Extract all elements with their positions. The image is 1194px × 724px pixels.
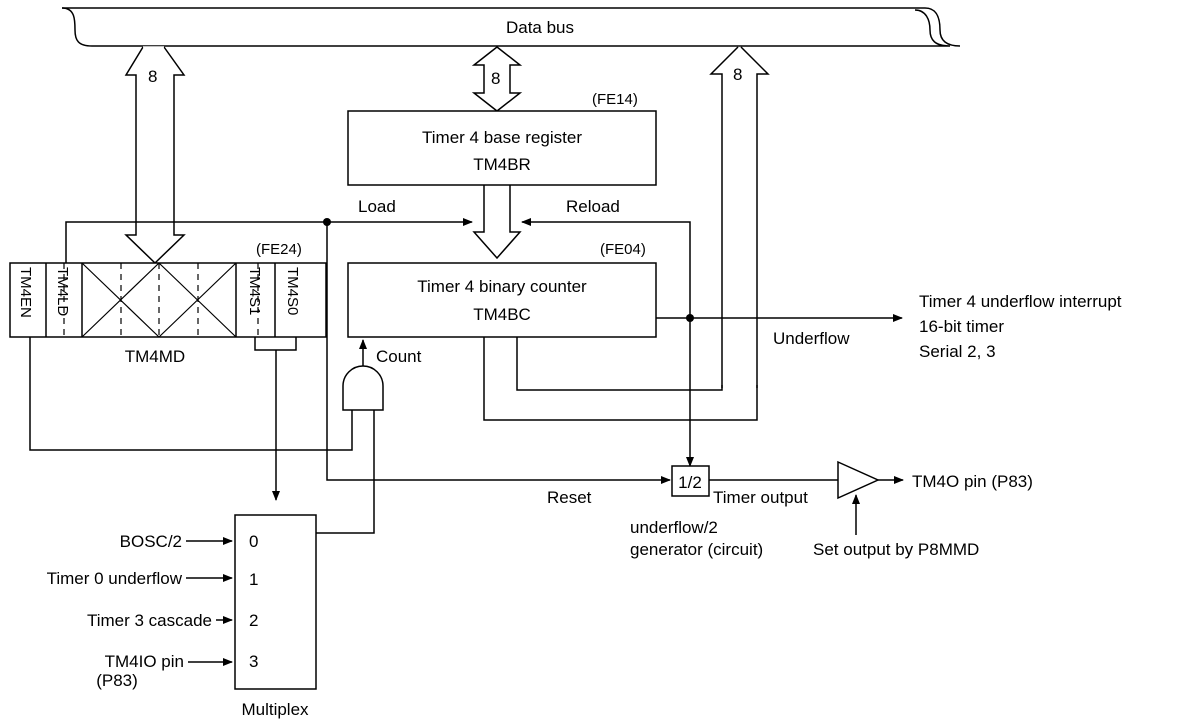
mux-source-bosc: BOSC/2 <box>120 532 182 551</box>
bit-tm4en: TM4EN <box>17 267 34 318</box>
underflow-target-16bit: 16-bit timer <box>919 317 1004 336</box>
divider-caption-line2: generator (circuit) <box>630 540 763 559</box>
binary-counter-address: (FE04) <box>600 241 646 258</box>
tm4md-register: (FE24) TM4EN TM4LD TM4S1 TM4S0 TM4MD <box>9 241 327 366</box>
bus-arrow-right: 8 <box>709 46 770 388</box>
mux-input-index-3: 3 <box>249 652 258 671</box>
bus-width-center: 8 <box>491 69 500 88</box>
select-to-mux <box>254 337 297 501</box>
load-label: Load <box>358 197 396 216</box>
tm4md-address: (FE24) <box>256 241 302 258</box>
timer4-binary-counter: (FE04) Timer 4 binary counter TM4BC <box>347 241 657 338</box>
mux-source-tm4io: TM4IO pin <box>105 652 184 671</box>
count-label: Count <box>376 347 422 366</box>
base-register-name: Timer 4 base register <box>422 128 582 147</box>
mux-input-index-1: 1 <box>249 570 258 589</box>
tm4md-label: TM4MD <box>125 347 185 366</box>
load-transfer-arrow <box>472 185 522 260</box>
data-bus-label: Data bus <box>506 18 574 37</box>
tm4en-to-gate <box>29 337 353 451</box>
timer-output-label: Timer output <box>713 488 808 507</box>
underflow-signal: Underflow Timer 4 underflow interrupt 16… <box>656 292 1122 361</box>
underflow-label: Underflow <box>773 329 850 348</box>
mux-input-index-2: 2 <box>249 611 258 630</box>
bit-tm4ld: TM4LD <box>54 267 71 316</box>
binary-counter-name: Timer 4 binary counter <box>417 277 587 296</box>
bus-width-left: 8 <box>148 67 157 86</box>
divider-label: 1/2 <box>678 473 702 492</box>
reload-signal: Reload <box>521 197 691 318</box>
mux-source-timer0: Timer 0 underflow <box>47 569 183 588</box>
reset-signal: Reset <box>326 222 671 507</box>
timer4-base-register: (FE14) Timer 4 base register TM4BR <box>347 91 657 186</box>
multiplexer-label: Multiplex <box>241 700 309 719</box>
reload-label: Reload <box>566 197 620 216</box>
mux-source-tm4io-pin: (P83) <box>96 671 138 690</box>
mux-source-timer3: Timer 3 cascade <box>87 611 212 630</box>
divider-caption-line1: underflow/2 <box>630 518 718 537</box>
bus-arrow-center: 8 <box>471 46 523 112</box>
bus-width-right: 8 <box>733 65 742 84</box>
base-register-symbol: TM4BR <box>473 155 531 174</box>
underflow-target-interrupt: Timer 4 underflow interrupt <box>919 292 1122 311</box>
output-control-label: Set output by P8MMD <box>813 540 979 559</box>
bit-tm4s1: TM4S1 <box>246 267 263 315</box>
counter-bus-path <box>483 337 758 421</box>
base-register-address: (FE14) <box>592 91 638 108</box>
tm4o-pin-label: TM4O pin (P83) <box>912 472 1033 491</box>
mux-input-index-0: 0 <box>249 532 258 551</box>
underflow-target-serial: Serial 2, 3 <box>919 342 996 361</box>
bit-tm4s0: TM4S0 <box>284 267 301 315</box>
binary-counter-symbol: TM4BC <box>473 305 531 324</box>
output-buffer: Timer output TM4O pin (P83) Set output b… <box>709 460 1033 559</box>
data-bus: Data bus <box>61 7 961 47</box>
count-and-gate: Count <box>342 339 422 411</box>
bus-arrow-left: 8 <box>124 46 186 265</box>
underflow-divider: 1/2 underflow/2 generator (circuit) <box>630 465 763 559</box>
load-signal: Load <box>65 197 473 263</box>
reset-label: Reset <box>547 488 592 507</box>
multiplexer: 0 1 2 3 Multiplex BOSC/2 Timer 0 underfl… <box>47 514 317 719</box>
mux-to-gate <box>316 410 375 534</box>
